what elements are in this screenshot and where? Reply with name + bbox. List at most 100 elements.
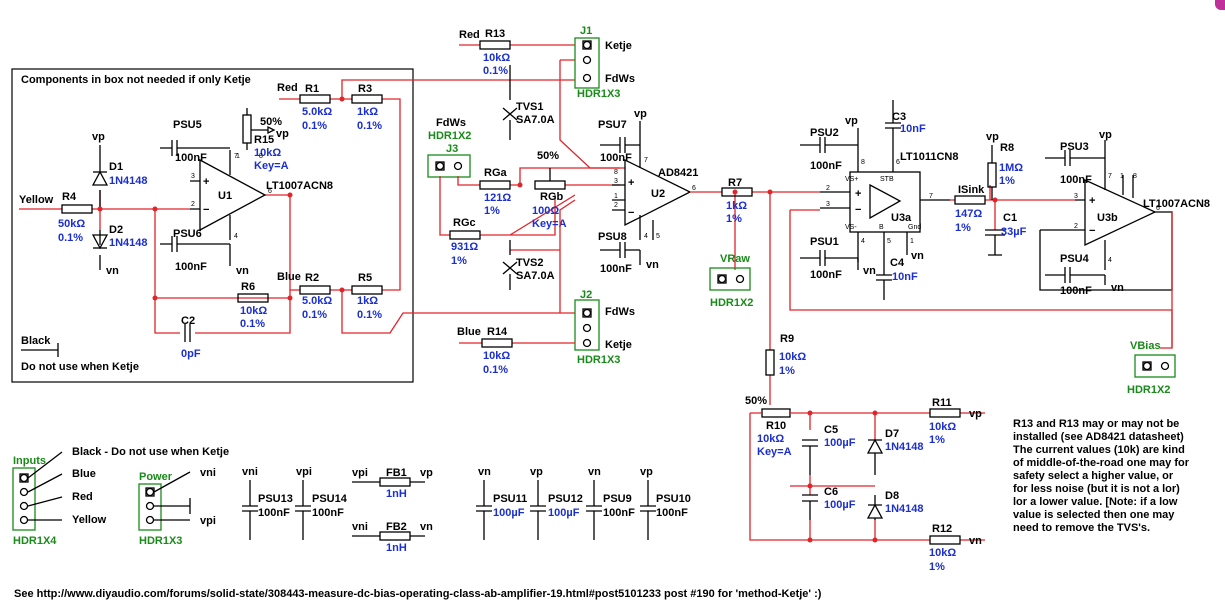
PSU1-ref: PSU1 [810, 236, 839, 248]
R11-ref: R11 [932, 397, 952, 409]
Power-type: HDR1X3 [139, 535, 182, 547]
diode-D8 [866, 503, 884, 519]
U3b-ref: U3b [1097, 212, 1118, 224]
J3-ref: J3 [446, 143, 458, 155]
connector-J3 [427, 154, 471, 178]
connector-J2 [574, 299, 600, 351]
C3-value: 10nF [900, 123, 926, 135]
resistor-R2 [299, 285, 331, 295]
RGb-key: Key=A [532, 218, 567, 230]
net-blue-box: Blue [277, 271, 301, 283]
R15-ref: R15 [254, 134, 274, 146]
svg-text:for less noise (but it is not: for less noise (but it is not a lor) [1013, 483, 1180, 495]
R1-ref: R1 [305, 83, 319, 95]
connector-VRaw [709, 267, 751, 291]
svg-text:need to remove the TVS's.: need to remove the TVS's. [1013, 522, 1150, 534]
R5-value: 1kΩ [357, 295, 378, 307]
svg-text:7: 7 [929, 193, 933, 200]
R8-value: 1MΩ [999, 162, 1023, 174]
svg-text:4: 4 [234, 233, 238, 240]
net-yellow: Yellow [19, 194, 54, 206]
PSU6-value: 100nF [175, 261, 207, 273]
U3a-b: B [879, 224, 884, 231]
svg-text:5: 5 [656, 233, 660, 240]
FB1-in: vpi [352, 467, 368, 479]
svg-text:−: − [628, 207, 634, 219]
U3a-ref: U3a [891, 212, 912, 224]
U3a-vn-label: vn [863, 265, 876, 277]
corner-tab [1215, 0, 1225, 10]
svg-text:4: 4 [644, 233, 648, 240]
C2-ref: C2 [181, 315, 195, 327]
R15-percent: 50% [260, 116, 282, 128]
net-blue-bottom: Blue [457, 326, 481, 338]
svg-text:4: 4 [861, 238, 865, 245]
R15-value: 10kΩ [254, 147, 281, 159]
PSU1-value: 100nF [810, 269, 842, 281]
J3-fdws: FdWs [436, 117, 466, 129]
FB2-out: vn [420, 521, 433, 533]
PSU12-value: 100µF [548, 507, 580, 519]
U3a-vsminus: VS- [845, 224, 857, 231]
TVS1-ref: TVS1 [516, 101, 544, 113]
D7-value: 1N4148 [885, 441, 924, 453]
R12-vn-label: vn [969, 535, 982, 547]
FB2-in: vni [352, 521, 368, 533]
J2-ref: J2 [580, 289, 592, 301]
R11-value: 10kΩ [929, 421, 956, 433]
U3a-stb: STB [880, 176, 894, 183]
R14-value: 10kΩ [483, 350, 510, 362]
RGa-ref: RGa [484, 167, 508, 179]
footer-link-text: See http://www.diyaudio.com/forums/solid… [14, 588, 822, 600]
svg-text:−: − [855, 204, 861, 216]
resistor-R5 [351, 285, 383, 295]
svg-text:−: − [203, 204, 209, 216]
svg-text:value is selected then one may: value is selected then one may [1013, 509, 1175, 521]
R5-tolerance: 0.1% [357, 309, 382, 321]
J2-ketje: Ketje [605, 339, 632, 351]
U2-vp-label: vp [634, 108, 647, 120]
svg-text:+: + [628, 177, 634, 189]
svg-text:1: 1 [236, 153, 240, 160]
D1-vp-label: vp [92, 131, 105, 143]
PSU8-value: 100nF [600, 263, 632, 275]
svg-text:1: 1 [614, 193, 618, 200]
ISink-tolerance: 1% [955, 222, 971, 234]
PSU7-value: 100nF [600, 152, 632, 164]
RGb-percent: 50% [537, 150, 559, 162]
C1-value: 33µF [1001, 226, 1027, 238]
resistor-R12 [929, 535, 961, 545]
resistor-ISink [954, 195, 986, 205]
Inputs-type: HDR1X4 [13, 535, 57, 547]
connector-J1 [574, 37, 600, 89]
R9-ref: R9 [780, 333, 794, 345]
svg-text:1: 1 [1120, 173, 1124, 180]
C1-ref: C1 [1003, 212, 1017, 224]
R10-value: 10kΩ [757, 433, 784, 445]
svg-text:−: − [1089, 225, 1095, 237]
U1-vn-label: vn [236, 265, 249, 277]
R15-key: Key=A [254, 160, 289, 172]
U3a-gnd: Gnd [908, 224, 921, 231]
U3b-vn-label: vn [1111, 282, 1124, 294]
R9-value: 10kΩ [779, 351, 806, 363]
net-red-top: Red [459, 29, 480, 41]
FB1-value: 1nH [386, 488, 407, 500]
RGc-ref: RGc [453, 217, 476, 229]
U3a-gnd-vn: vn [911, 250, 924, 262]
R3-tolerance: 0.1% [357, 120, 382, 132]
PSU13-net: vni [242, 466, 258, 478]
ISink-ref: ISink [958, 184, 985, 196]
resistor-R6 [237, 293, 269, 303]
svg-text:8: 8 [1133, 173, 1137, 180]
VBias-type: HDR1X2 [1127, 384, 1170, 396]
resistor-R8 [987, 162, 997, 188]
D8-ref: D8 [885, 490, 899, 502]
net-red-box: Red [277, 82, 298, 94]
Power-ref: Power [139, 471, 173, 483]
svg-text:+: + [855, 188, 861, 200]
resistor-R9 [765, 349, 775, 376]
U1-ref: U1 [218, 190, 232, 202]
J1-fdws: FdWs [605, 73, 635, 85]
VRaw-ref: VRaw [720, 253, 750, 265]
